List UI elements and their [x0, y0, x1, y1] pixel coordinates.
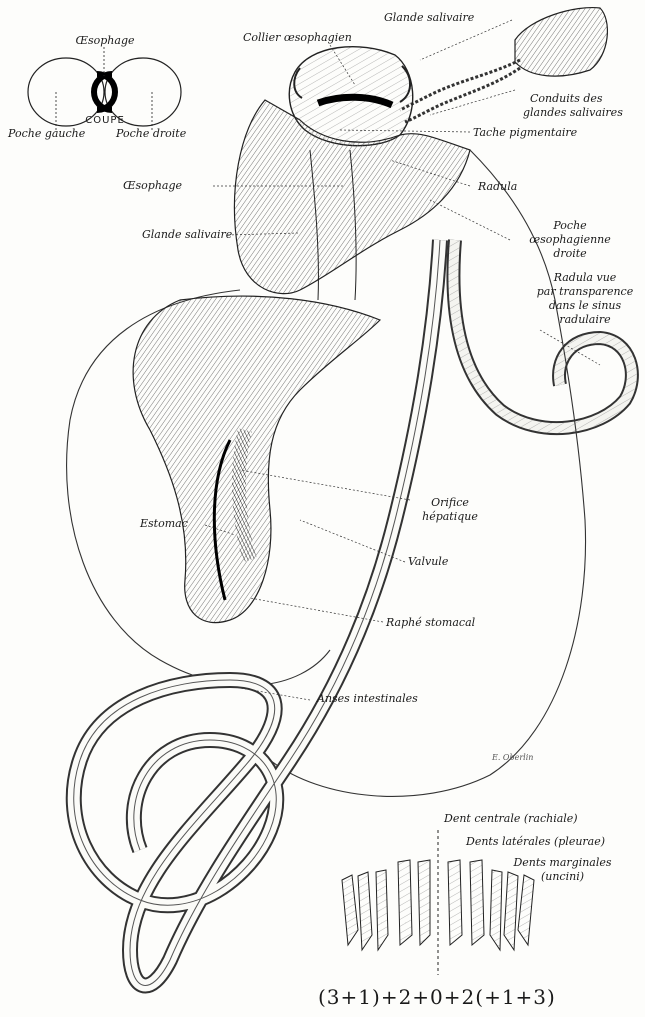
- label-radula-vue-1: Radula vue: [530, 272, 640, 284]
- label-poche-3: droite: [520, 248, 620, 260]
- label-glande-salivaire-top: Glande salivaire: [384, 12, 474, 24]
- label-poche-droite: Poche droite: [116, 128, 186, 140]
- radula-teeth-drawing: [342, 830, 534, 975]
- label-coupe: COUPE: [80, 115, 130, 127]
- label-radula-vue-3: dans le sinus: [530, 300, 640, 312]
- artist-signature: E. Oberlin: [492, 752, 533, 764]
- label-oesophage-main: Œsophage: [123, 180, 182, 192]
- label-glande-salivaire-left: Glande salivaire: [142, 229, 232, 241]
- label-section-oesophage: Œsophage: [70, 35, 140, 47]
- label-estomac: Estomac: [140, 518, 188, 530]
- label-orifice-2: hépatique: [405, 511, 495, 523]
- label-radula: Radula: [478, 181, 517, 193]
- label-raphe: Raphé stomacal: [386, 617, 475, 629]
- label-orifice-1: Orifice: [405, 497, 495, 509]
- label-poche-gauche: Poche gauche: [8, 128, 85, 140]
- label-dents-marginales-1: Dents marginales: [490, 857, 635, 869]
- label-collier: Collier œsophagien: [243, 32, 352, 44]
- label-valvule: Valvule: [408, 556, 448, 568]
- label-dents-marginales-2: (uncini): [490, 871, 635, 883]
- label-radula-vue-4: radulaire: [530, 314, 640, 326]
- radula-sac-drawing: [453, 240, 631, 428]
- label-tache: Tache pigmentaire: [473, 127, 577, 139]
- label-poche-2: œsophagienne: [520, 234, 620, 246]
- label-conduits-2: glandes salivaires: [523, 107, 623, 119]
- label-poche-1: Poche: [520, 220, 620, 232]
- label-conduits-1: Conduits des: [530, 93, 603, 105]
- stomach-drawing: [133, 296, 380, 623]
- radula-formula: (3+1)+2+0+2(+1+3): [318, 985, 556, 1009]
- label-anses: Anses intestinales: [317, 693, 418, 705]
- label-radula-vue-2: par transparence: [530, 286, 640, 298]
- label-dents-laterales: Dents latérales (pleurae): [466, 836, 605, 848]
- label-dent-centrale: Dent centrale (rachiale): [444, 813, 578, 825]
